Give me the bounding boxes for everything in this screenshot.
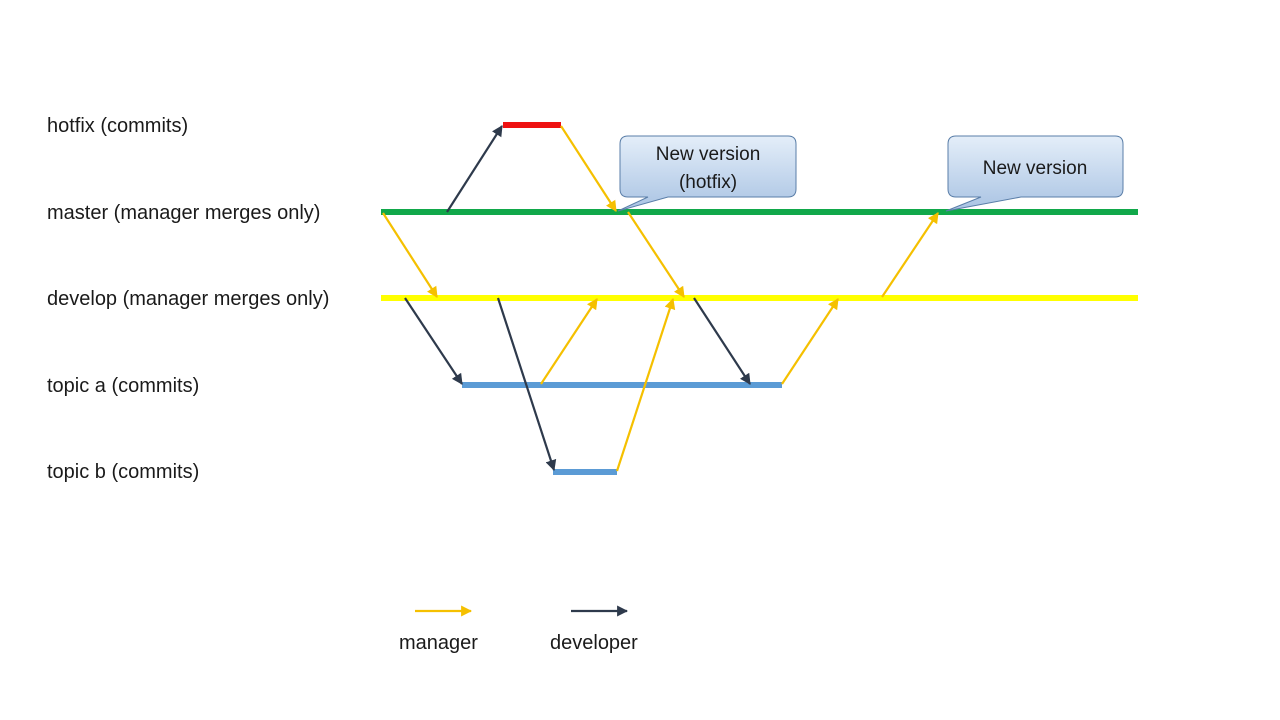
- manager-arrow-develop-to-master: [881, 212, 939, 298]
- manager-arrow-hotfix-to-master: [560, 125, 617, 212]
- callout-hotfix-line2: (hotfix): [679, 172, 737, 193]
- manager-arrow-topic-a-to-develop: [540, 298, 598, 385]
- callout-release: New version: [945, 135, 1124, 212]
- developer-arrow-master-to-hotfix: [446, 125, 503, 213]
- callout-hotfix-line1: New version: [656, 144, 761, 165]
- callout-release-line1: New version: [983, 158, 1088, 179]
- legend-manager-label: manager: [399, 632, 478, 654]
- manager-arrow-master-to-develop-2: [627, 211, 685, 298]
- label-hotfix: hotfix (commits): [47, 115, 188, 137]
- label-topic-a: topic a (commits): [47, 375, 199, 397]
- legend-developer-label: developer: [550, 632, 638, 654]
- developer-arrow-develop-to-topic-a-2: [693, 297, 751, 385]
- manager-arrow-topic-a-to-develop-2: [781, 298, 839, 385]
- label-topic-b: topic b (commits): [47, 461, 199, 483]
- developer-arrow-develop-to-topic-a: [404, 297, 463, 385]
- label-master: master (manager merges only): [47, 202, 320, 224]
- developer-arrow-develop-to-topic-b: [496, 297, 557, 472]
- label-develop: develop (manager merges only): [47, 288, 329, 310]
- manager-arrow-master-to-develop: [382, 212, 438, 298]
- legend: manager developer: [399, 605, 638, 654]
- callout-hotfix-release: New version (hotfix): [617, 135, 797, 212]
- manager-arrow-topic-b-to-develop: [615, 297, 676, 472]
